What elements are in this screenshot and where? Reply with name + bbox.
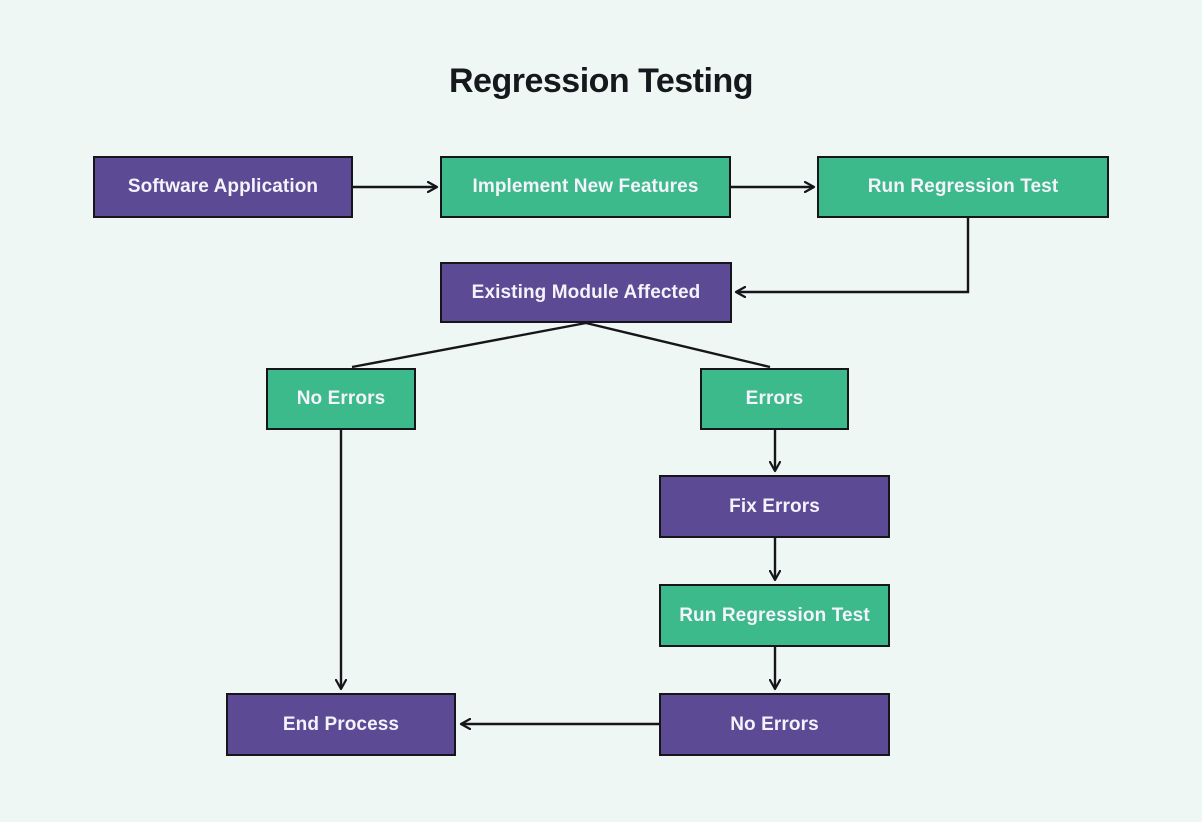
connector-existing-module-to-no-errors	[351, 321, 587, 369]
connector-existing-module-to-errors	[585, 321, 771, 369]
node-no-errors-final: No Errors	[659, 693, 890, 756]
node-end-process: End Process	[226, 693, 456, 756]
node-run-regression-test-1: Run Regression Test	[817, 156, 1109, 218]
node-software-application: Software Application	[93, 156, 353, 218]
diagram-title: Regression Testing	[449, 62, 754, 100]
connector-runtest-to-existing-module	[736, 218, 970, 292]
node-run-regression-test-2: Run Regression Test	[659, 584, 890, 647]
node-fix-errors: Fix Errors	[659, 475, 890, 538]
node-existing-module-affected: Existing Module Affected	[440, 262, 732, 323]
node-implement-new-features: Implement New Features	[440, 156, 731, 218]
node-errors-branch: Errors	[700, 368, 849, 430]
node-no-errors-branch: No Errors	[266, 368, 416, 430]
